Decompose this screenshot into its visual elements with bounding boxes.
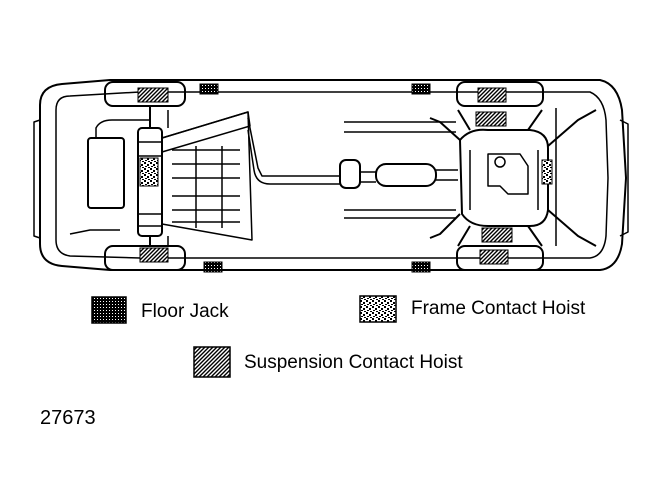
- legend: Floor Jack Frame Contact Hoist Suspensio…: [91, 295, 586, 378]
- suspension-contact-point: [137, 87, 169, 103]
- front-subframe: [459, 128, 549, 227]
- fuel-tank: [87, 137, 125, 209]
- suspension-contact-hoist-label: Suspension Contact Hoist: [244, 352, 463, 373]
- frame-contact-point: [541, 159, 553, 185]
- floor-jack-point: [199, 83, 219, 95]
- frame-contact-hoist-label: Frame Contact Hoist: [411, 298, 586, 319]
- floor-jack-point: [203, 261, 223, 273]
- suspension-contact-swatch: [193, 346, 231, 378]
- rear-right-wheel: [104, 245, 186, 271]
- rear-left-wheel: [104, 81, 186, 107]
- frame-contact-point: [139, 157, 159, 187]
- legend-floor-jack: Floor Jack: [91, 296, 229, 324]
- floor-jack-point: [411, 83, 431, 95]
- frame-contact-swatch: [359, 295, 397, 323]
- floor-jack-swatch: [91, 296, 127, 324]
- suspension-contact-point: [139, 247, 169, 263]
- suspension-contact-point: [481, 227, 513, 243]
- figure-number: 27673: [40, 407, 96, 429]
- suspension-contact-point: [479, 249, 509, 265]
- floor-jack-label: Floor Jack: [141, 301, 229, 322]
- legend-suspension-contact-hoist: Suspension Contact Hoist: [193, 346, 463, 378]
- legend-frame-contact-hoist: Frame Contact Hoist: [359, 295, 586, 323]
- floor-jack-point: [411, 261, 431, 273]
- vehicle-underbody: [33, 79, 629, 271]
- front-left-wheel: [456, 81, 544, 107]
- suspension-contact-point: [475, 111, 507, 127]
- exhaust-pipe: [247, 117, 340, 185]
- resonator: [339, 159, 361, 189]
- transaxle: [487, 153, 529, 195]
- catalytic-converter: [375, 163, 437, 187]
- front-right-wheel: [456, 245, 544, 271]
- lift-point-markers: [137, 83, 553, 273]
- suspension-contact-point: [477, 87, 507, 103]
